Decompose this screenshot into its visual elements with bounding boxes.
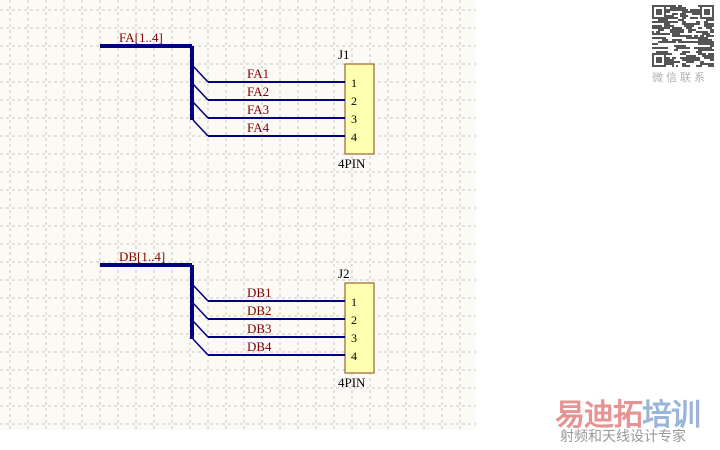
bus-entry[interactable] — [192, 83, 209, 101]
net-label: FA2 — [247, 84, 269, 99]
bus-entry[interactable] — [192, 119, 209, 137]
qr-caption: 微信联系 — [652, 71, 708, 84]
brand-logo: 易迪拓培训 — [555, 398, 701, 433]
net-label: FA1 — [247, 66, 269, 81]
pin-number: 2 — [351, 313, 357, 327]
component-value: 4PIN — [338, 156, 366, 171]
pin-number: 2 — [351, 94, 357, 108]
component-value: 4PIN — [338, 375, 366, 390]
component-body-J2[interactable] — [344, 282, 375, 374]
component-designator: J1 — [338, 47, 350, 62]
bus-entry[interactable] — [192, 284, 209, 302]
component-designator: J2 — [338, 266, 350, 281]
pin-number: 1 — [351, 295, 357, 309]
bus-entry[interactable] — [192, 338, 209, 356]
bus-entry[interactable] — [192, 320, 209, 338]
brand-slogan: 射频和天线设计专家 — [560, 429, 686, 445]
net-label: DB1 — [247, 285, 272, 300]
pin-number: 4 — [351, 349, 357, 363]
schematic-canvas[interactable]: FA[1..4]J14PINFA11FA22FA33FA44DB[1..4]J2… — [0, 0, 476, 430]
pin-number: 3 — [351, 112, 357, 126]
bus-entry[interactable] — [192, 101, 209, 119]
net-label: DB2 — [247, 303, 272, 318]
net-label: DB3 — [247, 321, 272, 336]
bus-entry[interactable] — [192, 302, 209, 320]
pin-number: 3 — [351, 331, 357, 345]
net-label: FA4 — [247, 120, 270, 135]
qr-code-icon — [652, 5, 714, 67]
net-label: DB4 — [247, 339, 272, 354]
bus-label: FA[1..4] — [119, 30, 163, 45]
pin-number: 1 — [351, 76, 357, 90]
component-body-J1[interactable] — [344, 63, 375, 155]
bus-label: DB[1..4] — [119, 249, 165, 264]
net-label: FA3 — [247, 102, 269, 117]
pin-number: 4 — [351, 130, 357, 144]
bus-entry[interactable] — [192, 65, 209, 83]
